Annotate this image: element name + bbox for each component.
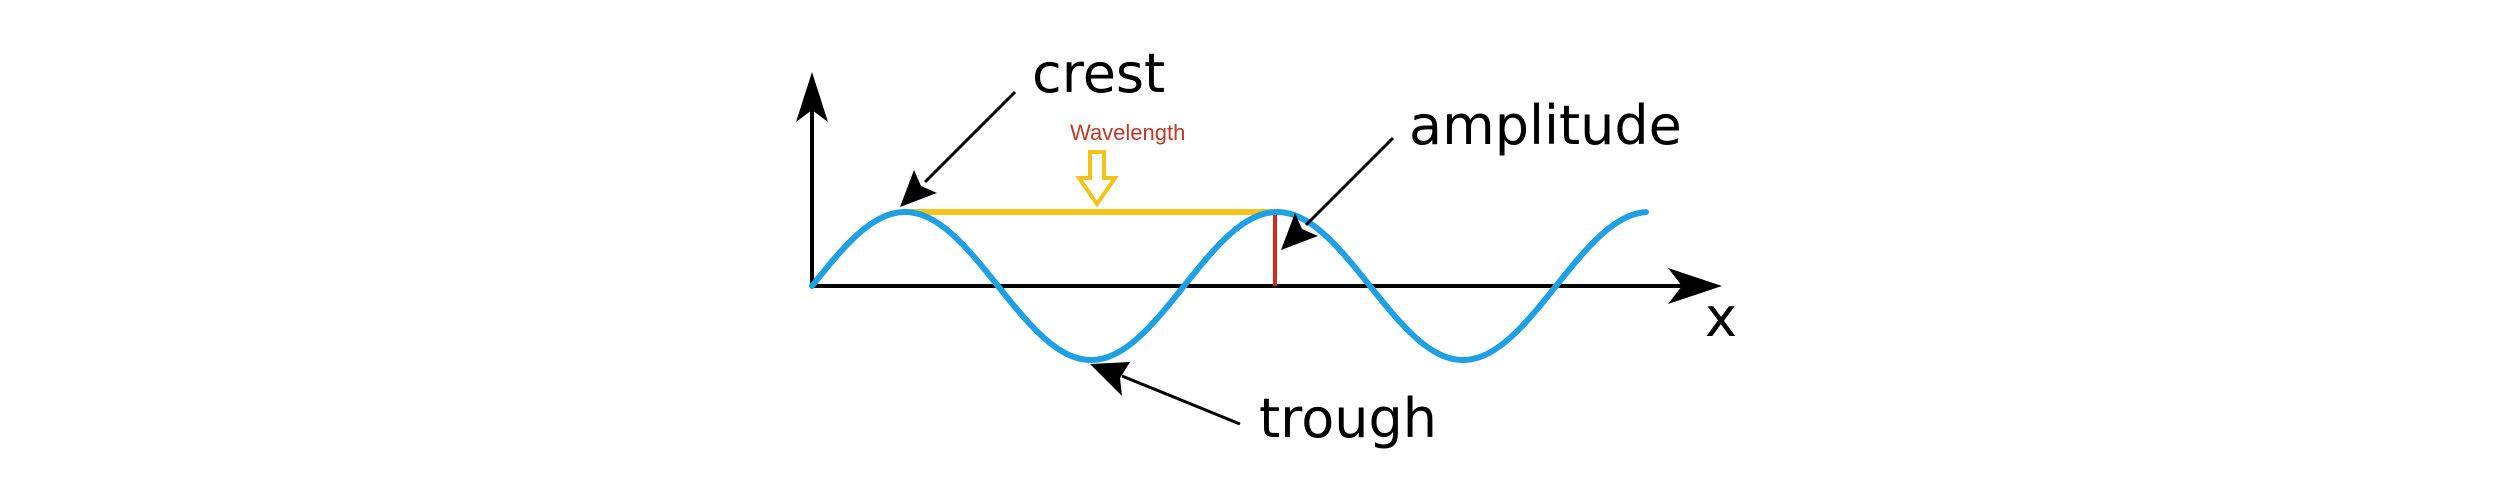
amplitude-arrow-head: [1281, 213, 1318, 250]
amplitude-arrow-shaft: [1304, 136, 1395, 227]
x-axis-label: x: [1705, 286, 1737, 349]
y-axis-arrowhead: [796, 72, 828, 122]
trough-label: trough: [1259, 387, 1437, 450]
wavelength-arrow-icon: [1075, 150, 1119, 208]
wavelength-label: Wavelength: [1070, 120, 1185, 145]
x-axis-arrowhead: [1668, 268, 1722, 304]
crest-arrow-shaft: [923, 90, 1017, 184]
amplitude-label: amplitude: [1409, 94, 1682, 157]
pointer-arrows: [900, 90, 1395, 426]
sine-wave: [809, 209, 1649, 363]
trough-arrow-shaft: [1121, 374, 1241, 426]
crest-label: crest: [1032, 42, 1165, 105]
crest-arrow-head: [900, 170, 937, 207]
trough-arrow-head: [1090, 362, 1130, 396]
axes: [796, 72, 1722, 304]
